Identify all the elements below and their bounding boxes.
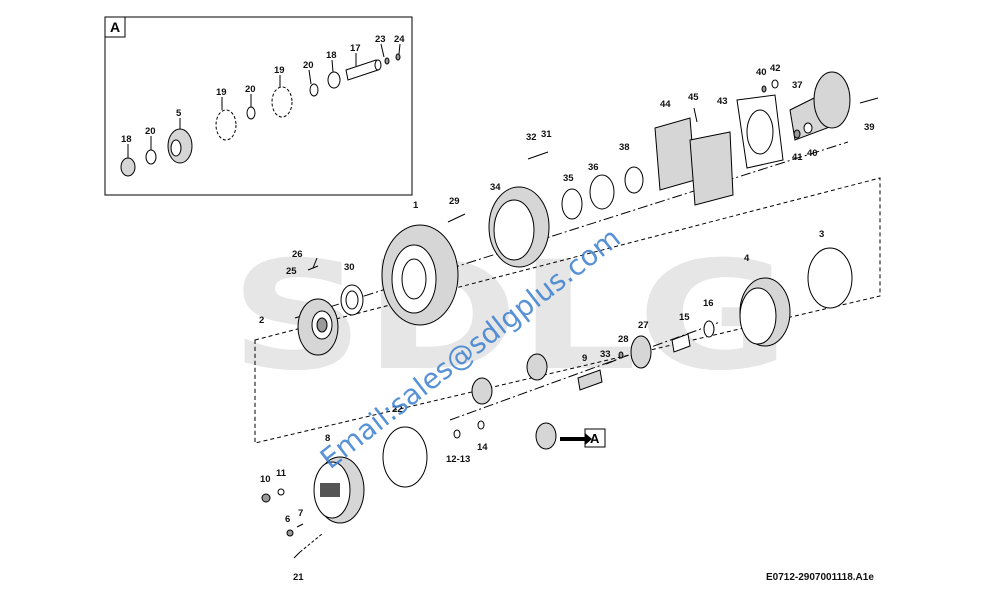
label-11: 11 bbox=[276, 468, 287, 479]
label-3: 3 bbox=[819, 229, 824, 240]
lower-axis-line bbox=[449, 321, 721, 421]
label-18-detail: 18 bbox=[326, 50, 337, 61]
washer-icon bbox=[327, 71, 341, 89]
label-17: 17 bbox=[350, 43, 361, 54]
label-15: 15 bbox=[679, 312, 690, 323]
planet-gear-icon bbox=[535, 422, 557, 450]
label-39: 39 bbox=[864, 122, 875, 133]
snap-ring-16-icon bbox=[703, 320, 715, 338]
label-10: 10 bbox=[260, 474, 271, 485]
label-8: 8 bbox=[325, 433, 330, 444]
label-40-top: 40 bbox=[756, 67, 767, 78]
housing-part-1 bbox=[381, 224, 459, 326]
drum-part-34 bbox=[488, 186, 550, 268]
label-32: 32 bbox=[526, 132, 537, 143]
o-ring-3-icon bbox=[807, 247, 853, 309]
snap-ring-icon bbox=[145, 149, 157, 165]
label-31: 31 bbox=[541, 129, 552, 140]
caliper-part-44 bbox=[654, 117, 734, 206]
label-4: 4 bbox=[744, 253, 750, 264]
o-ring-22-icon bbox=[382, 426, 428, 488]
carrier-27-icon bbox=[630, 335, 652, 369]
label-41: 41 bbox=[792, 152, 803, 163]
label-1: 1 bbox=[413, 200, 419, 211]
label-12-13: 12-13 bbox=[446, 454, 470, 465]
ring-gear-4-icon bbox=[739, 277, 791, 347]
label-29: 29 bbox=[449, 196, 460, 207]
label-36: 36 bbox=[588, 162, 599, 173]
label-19-detail: 19 bbox=[216, 87, 227, 98]
label-30: 30 bbox=[344, 262, 355, 273]
snap-ring-icon bbox=[246, 106, 256, 120]
label-16: 16 bbox=[703, 298, 714, 309]
assembly-outline bbox=[254, 177, 881, 444]
label-5: 5 bbox=[176, 108, 182, 119]
bearing-35-icon bbox=[561, 188, 583, 220]
label-25: 25 bbox=[286, 266, 297, 277]
label-22: 22 bbox=[392, 404, 403, 415]
label-6: 6 bbox=[285, 514, 290, 525]
planet-gear-icon bbox=[526, 353, 548, 381]
label-45: 45 bbox=[688, 92, 699, 103]
label-42: 42 bbox=[770, 63, 781, 74]
hub-part-2 bbox=[297, 298, 339, 356]
label-9: 9 bbox=[582, 353, 587, 364]
label-44: 44 bbox=[660, 99, 671, 110]
label-20-detail: 20 bbox=[145, 126, 156, 137]
label-28: 28 bbox=[618, 334, 629, 345]
label-7: 7 bbox=[298, 508, 303, 519]
label-21: 21 bbox=[293, 572, 304, 583]
label-19-detail: 19 bbox=[274, 65, 285, 76]
cover-part-8 bbox=[313, 456, 365, 524]
callout-arrow-icon bbox=[560, 433, 592, 445]
label-24: 24 bbox=[394, 34, 405, 45]
seal-36-icon bbox=[589, 174, 615, 210]
label-27: 27 bbox=[638, 320, 649, 331]
label-38: 38 bbox=[619, 142, 630, 153]
sun-gear-9-icon bbox=[577, 369, 603, 391]
callout-box bbox=[584, 428, 606, 448]
detail-box-letter: A bbox=[110, 19, 120, 35]
needle-bearing-icon bbox=[215, 109, 237, 141]
flange-shaft-37-icon bbox=[789, 71, 851, 141]
label-35: 35 bbox=[563, 173, 574, 184]
planet-gear-icon bbox=[471, 377, 493, 405]
label-40-bottom: 40 bbox=[807, 148, 818, 159]
label-23: 23 bbox=[375, 34, 386, 45]
label-37: 37 bbox=[792, 80, 803, 91]
label-43: 43 bbox=[717, 96, 728, 107]
label-33: 33 bbox=[600, 349, 611, 360]
label-26: 26 bbox=[292, 249, 303, 260]
label-14: 14 bbox=[477, 442, 488, 453]
detail-box-a: A 18 20 5 19 20 19 20 18 17 bbox=[104, 16, 413, 196]
label-20-detail: 20 bbox=[245, 84, 256, 95]
callout-letter: A bbox=[590, 431, 600, 446]
seal-38-icon bbox=[624, 166, 644, 194]
label-20-detail: 20 bbox=[303, 60, 314, 71]
drawing-code: E0712-2907001118.A1e bbox=[766, 572, 874, 583]
snap-ring-icon bbox=[309, 83, 319, 97]
label-18-detail: 18 bbox=[121, 134, 132, 145]
label-34: 34 bbox=[490, 182, 501, 193]
label-2: 2 bbox=[259, 315, 264, 326]
shaft-15-icon bbox=[671, 333, 691, 353]
pin-shaft-icon bbox=[345, 59, 379, 81]
thrust-washer-icon bbox=[120, 157, 136, 177]
needle-bearing-icon bbox=[271, 86, 293, 118]
